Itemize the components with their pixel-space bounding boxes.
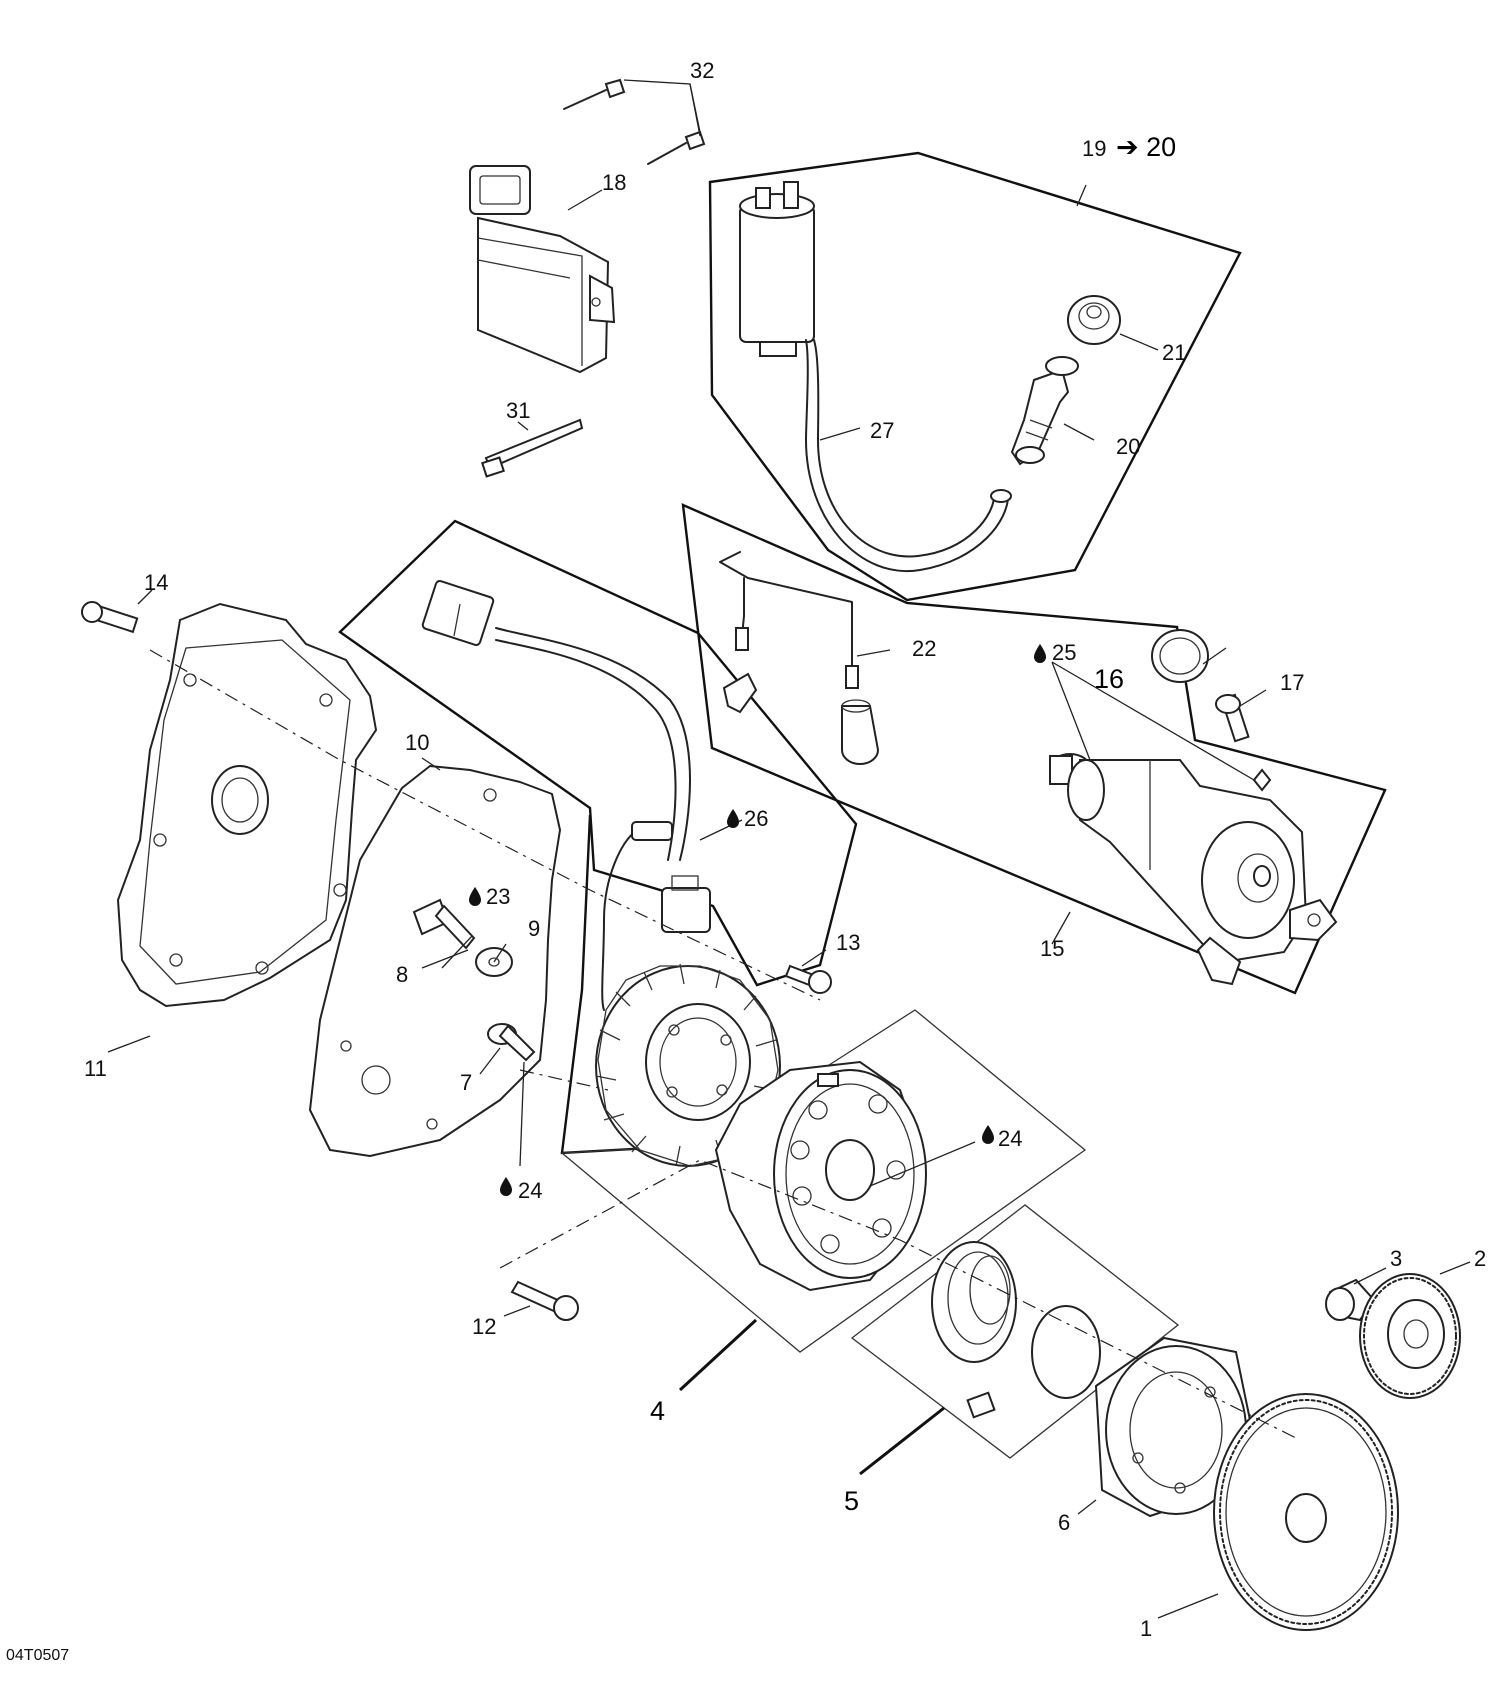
clutch-housing-6 [1094, 1336, 1252, 1518]
cable-tie-31 [481, 418, 584, 478]
callout-9: 9 [528, 916, 540, 941]
callout-25: 25 [1052, 640, 1076, 665]
callout-7: 7 [460, 1070, 472, 1095]
screw-32-upper [563, 78, 626, 110]
screw-14 [81, 601, 139, 634]
callout-32: 32 [690, 58, 714, 83]
ring-gear-1 [1213, 1393, 1399, 1631]
oil-drop-icon-23 [469, 887, 481, 906]
callout-20-group: 20 [1146, 132, 1176, 162]
screw-17 [1215, 693, 1250, 743]
sprag-clutch-5 [931, 1241, 1101, 1419]
callout-23: 23 [486, 884, 510, 909]
callout-27: 27 [870, 418, 894, 443]
spark-plug-cap-20 [1010, 356, 1079, 466]
bolt-8 [412, 898, 476, 950]
callout-13: 13 [836, 930, 860, 955]
centerline-main [149, 649, 821, 1001]
callout-18: 18 [602, 170, 626, 195]
callout-20: 20 [1116, 434, 1140, 459]
callout-14: 14 [144, 570, 168, 595]
gear-2 [1359, 1273, 1461, 1399]
callout-21: 21 [1162, 340, 1186, 365]
screw-13 [784, 964, 832, 994]
callout-26: 26 [744, 806, 768, 831]
cable-22 [719, 551, 880, 765]
arrow-icon: ➔ [1116, 132, 1139, 162]
gasket-10 [309, 765, 561, 1157]
oil-drop-icon-24a [982, 1125, 994, 1144]
callout-6: 6 [1058, 1510, 1070, 1535]
group-outline-starter-15 [681, 503, 1387, 995]
callout-22: 22 [912, 636, 936, 661]
callout-17: 17 [1280, 670, 1304, 695]
callout-24-bolt: 24 [518, 1178, 542, 1203]
callout-10: 10 [405, 730, 429, 755]
leader-lines [107, 79, 1471, 1619]
starter-motor-15 [1049, 753, 1338, 986]
callout-3: 3 [1390, 1246, 1402, 1271]
screw-32-lower [647, 130, 706, 165]
stator-harness [421, 579, 711, 1011]
magneto-cover-11 [116, 602, 378, 1008]
voltage-regulator-18 [469, 165, 616, 374]
callout-19: 19 [1082, 136, 1106, 161]
centerline-lower [499, 1159, 1301, 1441]
ignition-coil-19 [739, 181, 1012, 573]
boot-21 [1067, 295, 1121, 345]
callout-24-flywheel: 24 [998, 1126, 1022, 1151]
oil-drop-icon-25 [1034, 644, 1046, 663]
callout-11: 11 [84, 1056, 107, 1081]
callout-16: 16 [1094, 664, 1124, 694]
group-outline-ignition-coil [708, 151, 1242, 602]
callout-4: 4 [650, 1396, 665, 1426]
flywheel-4 [714, 1060, 927, 1292]
o-ring-16 [1151, 629, 1209, 683]
callout-12: 12 [472, 1314, 496, 1339]
group-callout-19-20: 19 ➔ 20 [1082, 132, 1176, 162]
callout-5: 5 [844, 1486, 859, 1516]
oil-drop-icon-24b [500, 1177, 512, 1196]
callout-15: 15 [1040, 936, 1064, 961]
oil-drop-icon-26 [727, 809, 739, 828]
callout-1: 1 [1140, 1616, 1152, 1641]
bolt-7 [487, 1023, 536, 1062]
screw-12 [510, 1280, 579, 1321]
centerline-12 [519, 1069, 609, 1091]
callout-31: 31 [506, 398, 530, 423]
callout-2: 2 [1474, 1246, 1486, 1271]
figure-code: 04T0507 [6, 1647, 69, 1664]
callout-8: 8 [396, 962, 408, 987]
